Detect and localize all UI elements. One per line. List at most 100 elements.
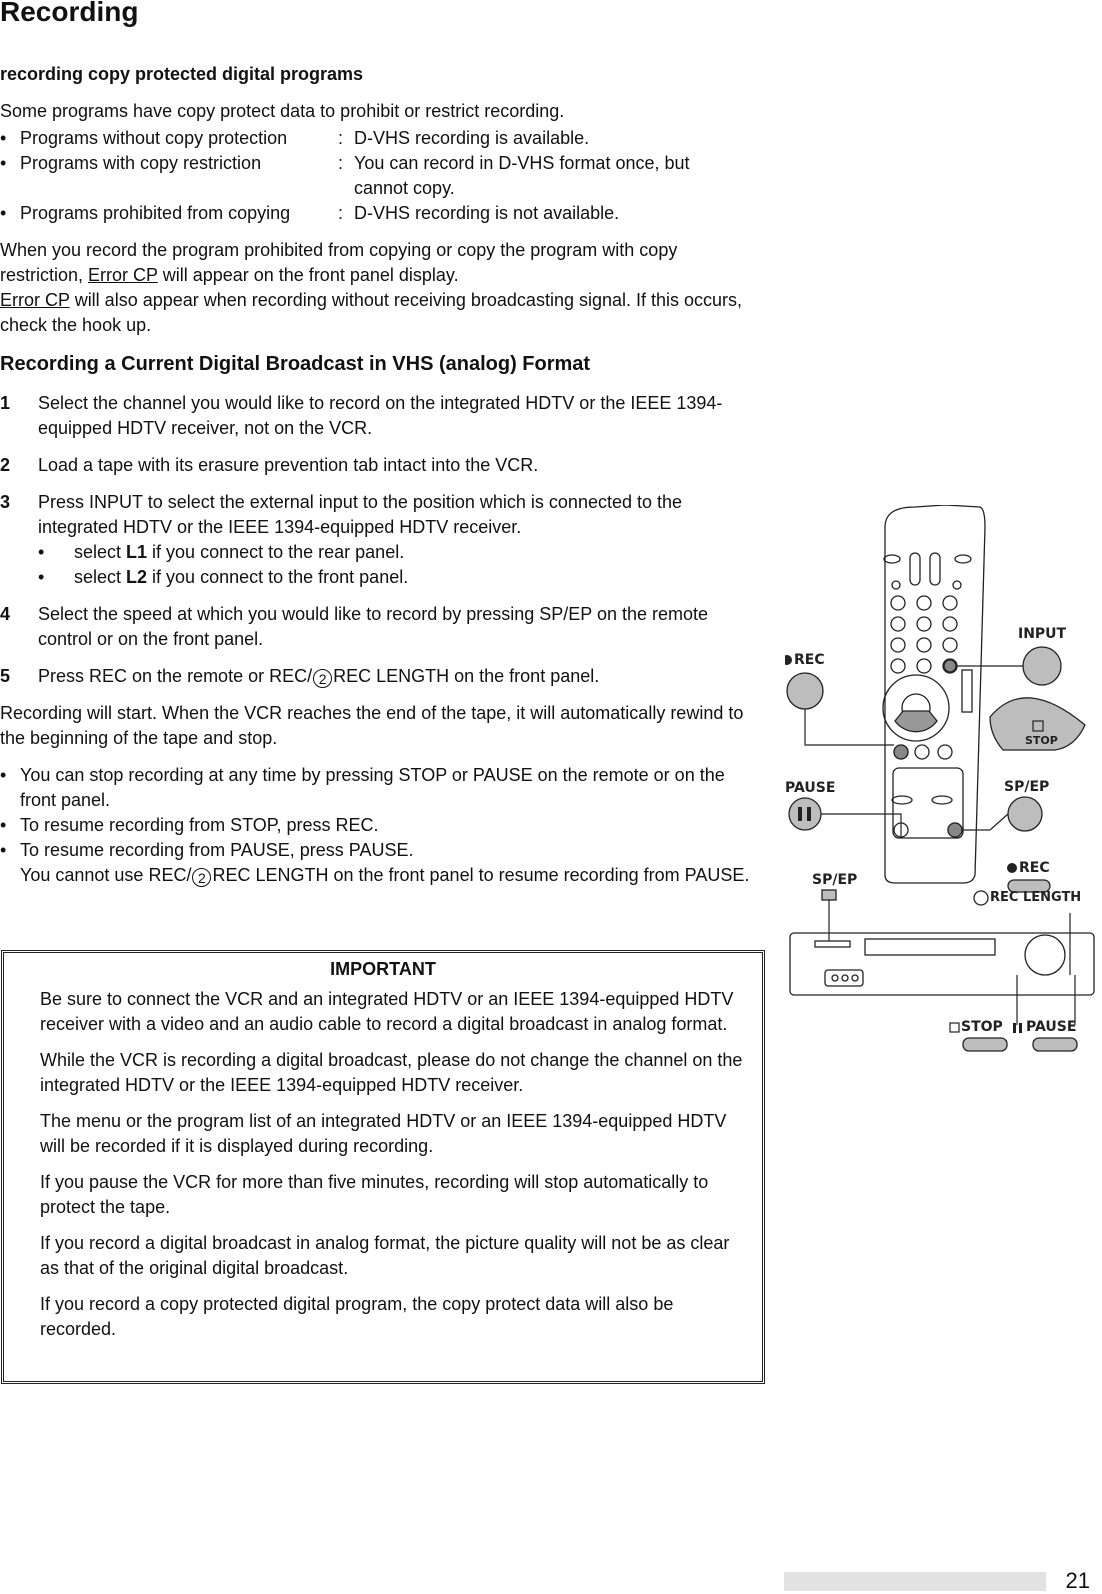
rec-callout-button <box>786 672 824 710</box>
note-text: You can stop recording at any time by pr… <box>20 765 725 810</box>
leader-line <box>804 709 894 746</box>
note-text: You cannot use REC/ <box>20 865 192 885</box>
pause-label: PAUSE <box>785 780 836 796</box>
sub-text: if you connect to the front panel. <box>147 567 409 587</box>
note-text-block: To resume recording from PAUSE, press PA… <box>20 838 749 888</box>
remote-button <box>954 554 972 564</box>
step-number: 5 <box>0 666 11 686</box>
sub-bullet: • select L1 if you connect to the rear p… <box>38 540 760 565</box>
sub-text: select <box>74 567 127 587</box>
stop-glyph <box>1032 720 1044 732</box>
remote-body <box>884 504 986 884</box>
input-callout-button <box>1022 646 1062 686</box>
rec-dot <box>782 655 792 665</box>
important-paragraph: The menu or the program list of an integ… <box>40 1111 727 1156</box>
rec-length-label: REC LENGTH <box>990 890 1082 905</box>
vcr-display <box>814 940 851 948</box>
bullet: • <box>0 815 7 835</box>
note-text: REC LENGTH on the front panel to resume … <box>212 865 750 885</box>
vcr-pause-button <box>1032 1037 1078 1052</box>
note-item: •To resume recording from STOP, press RE… <box>0 813 760 838</box>
input-button-highlight <box>943 659 957 673</box>
remote-button <box>891 580 901 590</box>
bullet: • <box>0 153 7 173</box>
important-box: IMPORTANT Be sure to connect the VCR and… <box>1 950 765 1384</box>
colon: : <box>338 153 344 173</box>
stop-glyph <box>949 1022 960 1033</box>
para-text: will appear on the front panel display. <box>157 265 459 285</box>
page-number-bar <box>784 1572 1046 1591</box>
stop-label: STOP <box>1025 734 1058 747</box>
step-item: 3 Press INPUT to select the external inp… <box>0 490 760 590</box>
row-label: Programs prohibited from copying <box>20 203 291 223</box>
step-text: Select the speed at which you would like… <box>38 604 709 649</box>
sub-text: if you connect to the rear panel. <box>147 542 405 562</box>
circled-number: 2 <box>192 868 212 887</box>
spep-label: SP/EP <box>1004 779 1050 795</box>
spep-button-highlight <box>947 822 963 838</box>
important-paragraph: If you record a copy protected digital p… <box>40 1294 674 1339</box>
error-cp-paragraph-1: When you record the program prohibited f… <box>0 238 760 288</box>
important-title: IMPORTANT <box>330 959 436 979</box>
step-number: 2 <box>0 455 11 475</box>
sub-bullet-text: select L2 if you connect to the front pa… <box>74 565 408 590</box>
para-text: When you record the program prohibited f… <box>0 240 678 285</box>
pause-callout-button <box>788 797 822 831</box>
vcr-stop-button <box>962 1037 1008 1052</box>
row-value: D-VHS recording is not available. <box>354 203 620 223</box>
section-heading: Recording a Current Digital Broadcast in… <box>0 353 591 375</box>
note-item: • To resume recording from PAUSE, press … <box>0 838 760 888</box>
main-column: recording copy protected digital program… <box>0 62 760 888</box>
colon: : <box>338 203 344 223</box>
illustration-svg <box>782 504 1095 1052</box>
step-text: Select the channel you would like to rec… <box>38 393 723 438</box>
vcr-stop-label: STOP <box>961 1019 1003 1035</box>
remote-slider <box>961 669 973 713</box>
remote-rocker <box>929 552 941 586</box>
circled-number: 2 <box>313 669 333 688</box>
vcr-spep-label: SP/EP <box>812 872 858 888</box>
leader-line <box>821 813 902 837</box>
colon: : <box>338 128 344 148</box>
step-text: Press INPUT to select the external input… <box>38 492 683 537</box>
remote-button <box>952 580 962 590</box>
step-item: 4 Select the speed at which you would li… <box>0 602 760 652</box>
step-number: 1 <box>0 393 11 413</box>
important-paragraph: If you record a digital broadcast in ana… <box>40 1233 730 1278</box>
remote-lower-panel <box>892 767 964 839</box>
transport-ring <box>882 674 950 742</box>
bullet: • <box>38 542 45 562</box>
sub-text: select <box>74 542 127 562</box>
step-item: 1 Select the channel you would like to r… <box>0 391 760 441</box>
vcr-jog <box>1024 934 1066 976</box>
input-label: INPUT <box>1018 626 1067 642</box>
page-title: Recording <box>0 0 139 27</box>
row-value: D-VHS recording is available. <box>354 128 590 148</box>
circled-2-icon <box>973 890 989 906</box>
error-cp-term: Error CP <box>0 290 70 310</box>
copy-protect-heading: recording copy protected digital program… <box>0 64 364 84</box>
copy-protect-table: • Programs without copy protection : D-V… <box>0 126 760 226</box>
important-paragraph: While the VCR is recording a digital bro… <box>40 1050 743 1095</box>
stop-callout-button <box>989 697 1086 751</box>
step-number: 4 <box>0 604 11 624</box>
vcr-cassette-slot <box>864 938 996 956</box>
after-steps-text: Recording will start. When the VCR reach… <box>0 703 744 748</box>
leader-line <box>962 813 1009 831</box>
vcr-body <box>789 932 1095 996</box>
step-text-block: Press INPUT to select the external input… <box>38 490 760 590</box>
sub-bullet-text: select L1 if you connect to the rear pan… <box>74 540 404 565</box>
remote-button <box>883 554 901 564</box>
bullet: • <box>0 128 7 148</box>
bullet: • <box>0 203 7 223</box>
step-number: 3 <box>0 492 11 512</box>
step-text: Load a tape with its erasure prevention … <box>38 455 539 475</box>
input-name: L1 <box>126 542 148 562</box>
rec-button-highlight <box>893 744 909 760</box>
note-item: • You can stop recording at any time by p… <box>0 763 760 813</box>
bullet: • <box>38 567 45 587</box>
remote-rocker <box>909 552 921 586</box>
bullet: • <box>0 765 7 785</box>
